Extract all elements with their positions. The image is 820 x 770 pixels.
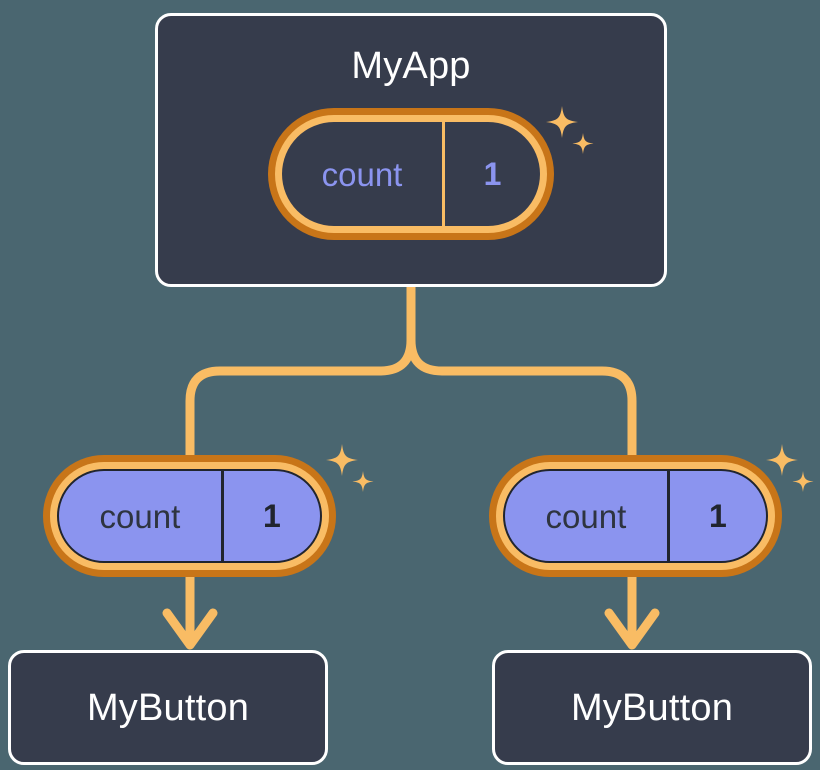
state-key-label: count: [321, 155, 403, 193]
state-pill-ring: count 1: [50, 462, 329, 570]
state-pill-ring: count 1: [496, 462, 775, 570]
state-pill-core: count 1: [503, 469, 768, 563]
state-pill-root[interactable]: count 1: [268, 108, 554, 240]
state-key-label: count: [545, 497, 627, 535]
sparkle-icon: [792, 471, 814, 492]
arrow-down-icon: [162, 608, 218, 650]
sparkle-icon: [352, 471, 374, 492]
state-pill-ring: count 1: [275, 115, 547, 233]
state-pill-core: count 1: [57, 469, 322, 563]
state-value-label: 1: [220, 471, 320, 561]
state-key-label: count: [99, 497, 181, 535]
sparkle-icon: [766, 444, 798, 476]
connector-branch-right: [406, 339, 637, 462]
leaf-component-title: MyButton: [86, 686, 250, 729]
state-pill-core: count 1: [282, 122, 540, 226]
arrow-down-icon: [604, 608, 660, 650]
state-pill-left[interactable]: count 1: [43, 455, 336, 577]
page-title: MyApp: [351, 45, 471, 87]
state-value-label: 1: [441, 122, 540, 226]
sparkle-icon: [326, 444, 358, 476]
state-value-label: 1: [666, 471, 766, 561]
leaf-component-box-left[interactable]: MyButton: [8, 650, 328, 765]
state-pill-right[interactable]: count 1: [489, 455, 782, 577]
leaf-component-title: MyButton: [570, 686, 734, 729]
leaf-component-box-right[interactable]: MyButton: [492, 650, 812, 765]
connector-branch-left: [185, 339, 416, 462]
